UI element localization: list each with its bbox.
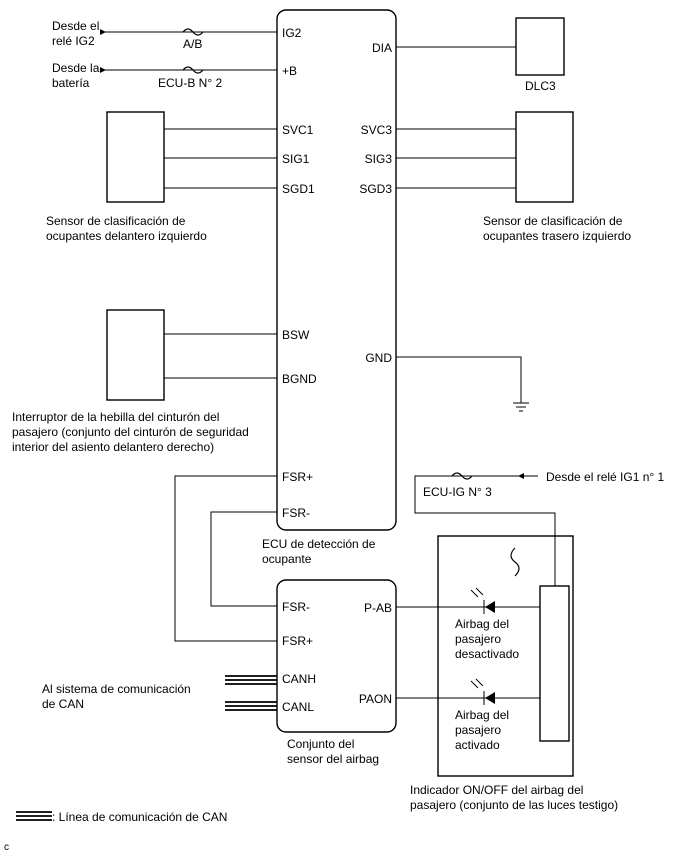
pin-gnd: GND [365, 351, 392, 365]
arrow-icon [518, 473, 524, 479]
pin-sig1: SIG1 [282, 152, 310, 166]
can-target-caption: de CAN [42, 697, 84, 711]
buckle-switch-caption: interior del asiento delantero derecho) [12, 440, 214, 454]
pin-bsw: BSW [282, 328, 310, 342]
pin-sig3: SIG3 [365, 152, 393, 166]
occupant-detection-ecu [276, 9, 397, 531]
battery-source-label: Desde la [52, 61, 100, 75]
sensor-pin-fsr-minus: FSR- [282, 600, 310, 614]
front-left-occupant-sensor [106, 111, 165, 203]
led-on-label: pasajero [455, 723, 501, 737]
pin-fsr-plus: FSR+ [282, 470, 313, 484]
fuse-ab-label: A/B [183, 37, 202, 51]
wire-fsr-plus [174, 475, 277, 642]
pin-svc1: SVC1 [282, 123, 314, 137]
pin-bgnd: BGND [282, 372, 317, 386]
dlc3-connector [515, 17, 565, 76]
sensor-pin-paon: PAON [359, 692, 392, 706]
indicator-caption: Indicador ON/OFF del airbag del [410, 783, 583, 797]
sensor-pin-canh: CANH [282, 672, 316, 686]
front-left-sensor-caption: ocupantes delantero izquierdo [46, 229, 207, 243]
wire-fsr-minus [210, 511, 277, 607]
led-on-icon [470, 678, 495, 705]
ecu-caption: ocupante [262, 552, 312, 566]
airbag-sensor-caption: sensor del airbag [287, 752, 379, 766]
sensor-pin-fsr-plus: FSR+ [282, 634, 313, 648]
fuse-ecuig3-icon [451, 472, 473, 480]
led-off-label: Airbag del [455, 617, 509, 631]
sensor-pin-canl: CANL [282, 700, 314, 714]
wire-gnd [396, 356, 522, 403]
can-target-caption: Al sistema de comunicación [42, 682, 191, 696]
sensor-pin-pab: P-AB [364, 601, 392, 615]
can-bus-lines [225, 675, 277, 711]
airbag-sensor-caption: Conjunto del [287, 737, 354, 751]
ig2-source-label: Desde el [52, 19, 99, 33]
rear-left-occupant-sensor [515, 111, 574, 203]
led-off-label: desactivado [455, 647, 519, 661]
arrow-icon [100, 29, 106, 35]
fuse-ecub2-icon [182, 66, 204, 74]
pin-fsr-minus: FSR- [282, 506, 310, 520]
fuse-ecub2-label: ECU-B N° 2 [158, 76, 222, 90]
battery-source-label: batería [52, 76, 90, 90]
can-legend-icon [16, 811, 52, 821]
buckle-switch [106, 309, 165, 401]
front-left-sensor-caption: Sensor de clasificación de [46, 214, 186, 228]
legend-label: : Línea de comunicación de CAN [52, 810, 227, 824]
fuse-ab-icon [182, 28, 204, 36]
ecu-caption: ECU de detección de [262, 537, 376, 551]
pin-svc3: SVC3 [361, 123, 393, 137]
airbag-sensor-assembly [276, 579, 397, 733]
led-on-label: Airbag del [455, 708, 509, 722]
led-on-label: activado [455, 738, 500, 752]
corner-mark: c [4, 842, 9, 852]
ig1-source-label: Desde el relé IG1 n° 1 [546, 470, 665, 484]
harness-break-icon [510, 547, 520, 577]
arrow-icon [100, 67, 106, 73]
wire-ig1 [414, 475, 556, 586]
dlc3-label: DLC3 [525, 79, 556, 93]
buckle-switch-caption: Interruptor de la hebilla del cinturón d… [12, 410, 219, 424]
led-off-label: pasajero [455, 632, 501, 646]
buckle-switch-caption: pasajero (conjunto del cinturón de segur… [12, 425, 249, 439]
pin-ig2: IG2 [282, 26, 302, 40]
led-off-icon [470, 587, 495, 614]
indicator-internal-module [539, 585, 570, 742]
rear-sensor-caption: ocupantes trasero izquierdo [483, 229, 631, 243]
ig2-source-label: relé IG2 [52, 34, 95, 48]
pin-b: +B [282, 64, 297, 78]
fuse-ecuig3-label: ECU-IG N° 3 [423, 485, 492, 499]
pin-sgd1: SGD1 [282, 182, 315, 196]
pin-sgd3: SGD3 [359, 182, 392, 196]
pin-dia: DIA [372, 41, 392, 55]
rear-sensor-caption: Sensor de clasificación de [483, 214, 623, 228]
indicator-caption: pasajero (conjunto de las luces testigo) [410, 798, 618, 812]
ground-icon [513, 402, 529, 412]
